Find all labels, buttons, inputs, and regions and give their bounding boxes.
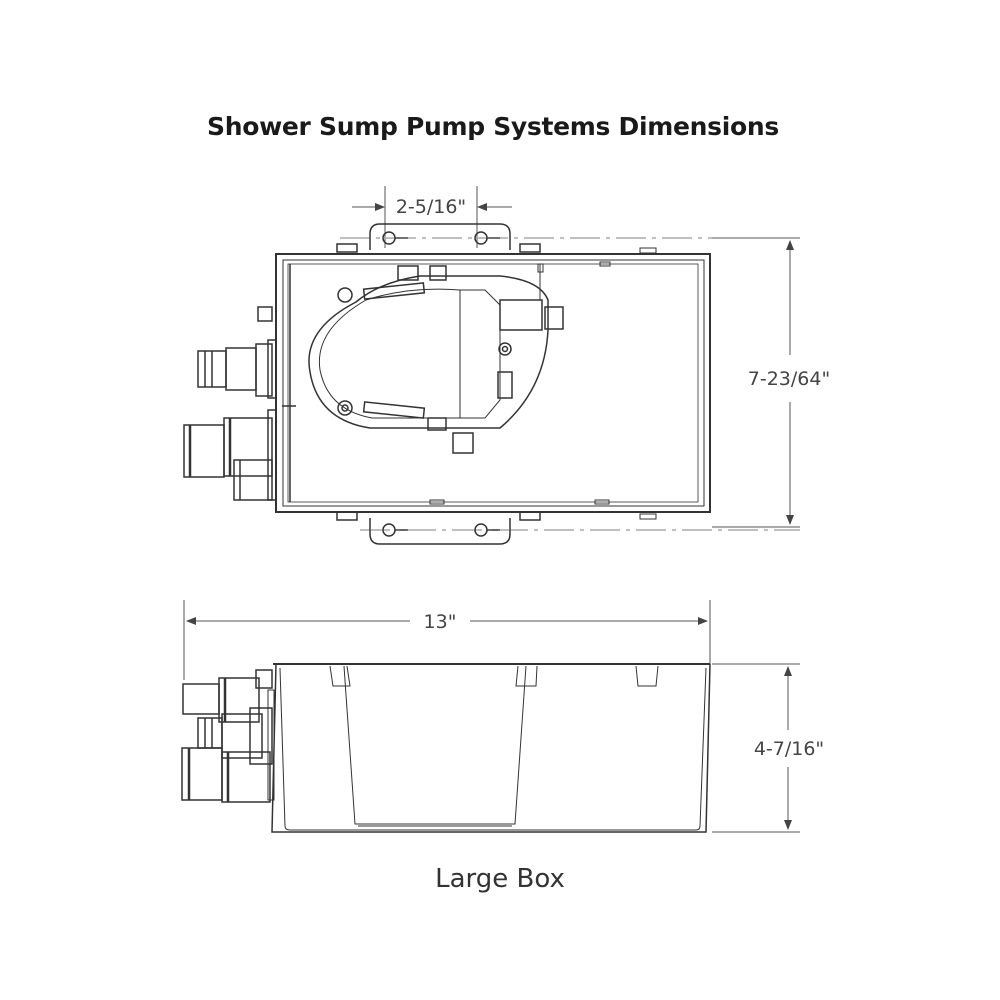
side-view bbox=[181, 663, 711, 833]
length-label: 13" bbox=[424, 611, 457, 633]
width-label: 7-23/64" bbox=[748, 368, 830, 390]
upper-fitting bbox=[197, 343, 273, 397]
side-fittings bbox=[181, 669, 275, 803]
top-view bbox=[183, 186, 800, 545]
length-dimension bbox=[183, 600, 711, 680]
height-dimension bbox=[712, 663, 800, 833]
box-size-caption: Large Box bbox=[435, 864, 565, 894]
diagram-title: Shower Sump Pump Systems Dimensions bbox=[207, 112, 779, 141]
pump-body bbox=[308, 263, 564, 454]
mount-spacing-dimension bbox=[352, 186, 512, 248]
width-dimension bbox=[712, 237, 800, 528]
mount-spacing-label: 2-5/16" bbox=[396, 196, 466, 218]
lower-fitting bbox=[183, 417, 273, 501]
height-label: 4-7/16" bbox=[754, 738, 824, 760]
